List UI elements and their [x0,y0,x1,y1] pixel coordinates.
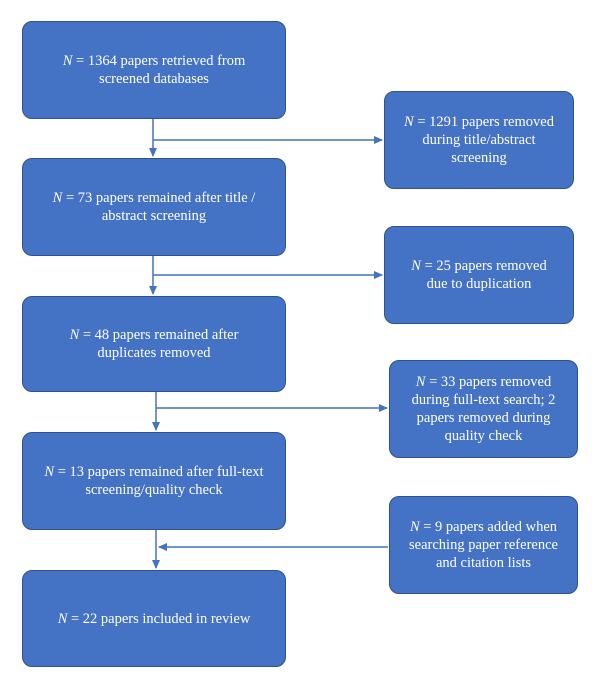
removed-duplication-text: = 25 papers removed due to duplication [420,258,547,292]
removed-fulltext-box: N = 33 papers removed during full-text s… [389,360,578,458]
step-retrieved-text: = 1364 papers retrieved from screened da… [72,53,246,87]
step-included-n: N [57,610,68,627]
step-after-duplicates-box: N = 48 papers remained after duplicates … [22,296,286,392]
step-included-text: = 22 papers included in review [67,610,251,627]
step-after-duplicates-n: N [69,327,80,343]
removed-duplication-n: N [411,258,421,274]
step-after-screening-text: = 73 papers remained after title / abstr… [62,190,256,224]
removed-fulltext-n: N [415,374,426,390]
step-included-box: N = 22 papers included in review [22,570,286,667]
step-retrieved-n: N [62,53,73,69]
step-after-fulltext-text: = 13 papers remained after full-text scr… [54,464,264,498]
step-after-screening-box: N = 73 papers remained after title / abs… [22,158,286,256]
step-after-fulltext-box: N = 13 papers remained after full-text s… [22,432,286,530]
added-references-text: = 9 papers added when searching paper re… [409,519,558,571]
added-references-n: N [409,519,420,535]
added-references-box: N = 9 papers added when searching paper … [389,496,578,594]
removed-duplication-box: N = 25 papers removed due to duplication [384,226,574,324]
removed-fulltext-text: = 33 papers removed during full-text sea… [411,374,556,444]
step-after-fulltext-n: N [44,464,55,480]
step-after-duplicates-text: = 48 papers remained after duplicates re… [79,327,239,361]
step-after-screening-n: N [52,190,63,206]
step-retrieved-box: N = 1364 papers retrieved from screened … [22,21,286,119]
removed-screening-n: N [404,114,414,130]
removed-screening-box: N = 1291 papers removed during title/abs… [384,91,574,189]
removed-screening-text: = 1291 papers removed during title/abstr… [413,114,554,166]
